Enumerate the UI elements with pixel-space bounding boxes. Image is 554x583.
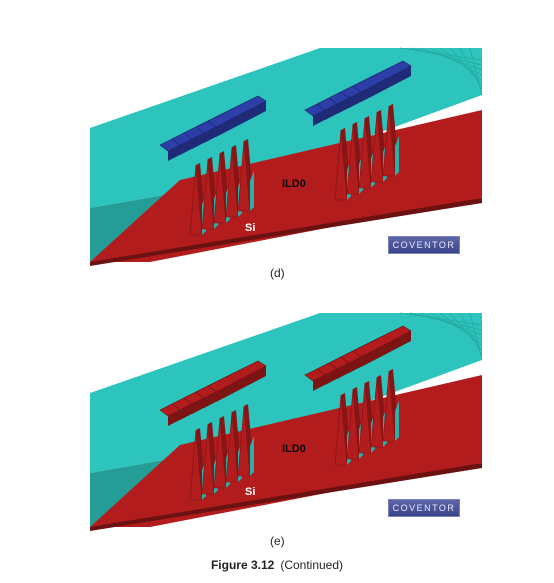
ild-layer-line — [429, 312, 483, 341]
right-group-gate-side — [361, 66, 411, 102]
panel-d-sublabel: (d) — [270, 266, 285, 280]
left-group-gate-side — [216, 101, 266, 137]
caption-label: Figure 3.12 — [210, 558, 275, 572]
ild-layer-line — [429, 47, 483, 76]
right-group-gap — [395, 401, 399, 441]
left-group-gap — [250, 171, 254, 211]
panel-e: ILD0 Si COVENTOR (e) — [0, 285, 554, 555]
ild-layer-line — [439, 312, 483, 346]
ild-layer-line — [459, 47, 483, 91]
ild-layer-line — [459, 312, 483, 356]
left-group-gap — [250, 436, 254, 476]
coventor-logo: COVENTOR — [388, 499, 460, 517]
panel-d: ILD0 Si COVENTOR (d) — [0, 0, 554, 290]
si-substrate-edge — [90, 198, 482, 266]
right-group-gap — [395, 136, 399, 176]
ild-layer-line — [439, 47, 483, 81]
panel-e-sublabel: (e) — [270, 534, 285, 548]
ild-layer-line — [449, 312, 483, 351]
ild-layer-line — [449, 47, 483, 86]
ild-layer-line — [469, 312, 483, 361]
si-substrate-edge — [90, 463, 482, 531]
coventor-logo: COVENTOR — [388, 236, 460, 254]
left-group-gate-side — [216, 366, 266, 402]
figure-caption: Figure 3.12 (Continued) — [0, 558, 554, 572]
panel-d-diagram — [90, 47, 483, 266]
caption-text: (Continued) — [280, 558, 344, 572]
panel-e-diagram — [90, 312, 483, 531]
right-group-gate-side — [361, 331, 411, 367]
ild-layer-line — [469, 47, 483, 96]
